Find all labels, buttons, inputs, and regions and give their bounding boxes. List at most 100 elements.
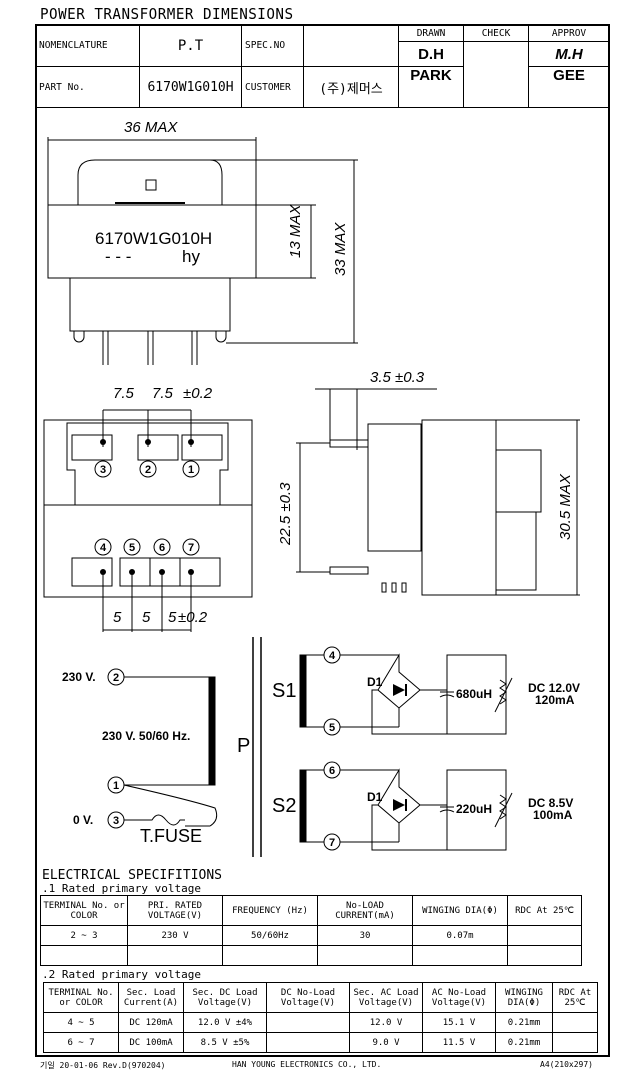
pitch-bottom-tol: ±0.2 (178, 609, 208, 626)
cell: 0.21mm (495, 1012, 553, 1033)
output-current: 120mA (535, 693, 575, 707)
spec-no-label: SPEC.NO (241, 24, 304, 67)
pitch-bottom-c: 5 (168, 609, 177, 626)
drawn-name: PARK (398, 66, 464, 108)
th: RDC At 25℃ (552, 982, 598, 1013)
pin-label: 1 (113, 780, 119, 792)
pin-label: 3 (113, 815, 119, 827)
cell: 2 ~ 3 (40, 925, 128, 946)
side-core (421, 419, 497, 596)
cell (40, 945, 128, 966)
specs-title: ELECTRICAL SPECIFITIONS (42, 868, 223, 883)
pitch-bottom-b: 5 (142, 609, 151, 626)
cell: 230 V (127, 925, 223, 946)
cell: 8.5 V ±5% (183, 1032, 267, 1053)
th: Sec. DC Load Voltage(V) (183, 982, 267, 1013)
output-current: 100mA (533, 808, 573, 822)
pin-label: 5 (129, 542, 135, 554)
cell: 11.5 V (422, 1032, 496, 1053)
cap-label: 220uH (456, 802, 492, 816)
cell (266, 1032, 350, 1053)
cell: 12.0 V ±4% (183, 1012, 267, 1033)
width-dim: 36 MAX (124, 119, 178, 136)
spec-table-primary: TERMINAL No. or COLOR PRI. RATED VOLTAGE… (40, 895, 582, 966)
cell (507, 945, 582, 966)
th: PRI. RATED VOLTAGE(V) (127, 895, 223, 926)
cell: 9.0 V (349, 1032, 423, 1053)
cell (127, 945, 223, 966)
th: AC No-Load Voltage(V) (422, 982, 496, 1013)
th: Sec. Load Current(A) (118, 982, 184, 1013)
drawing-title: POWER TRANSFORMER DIMENSIONS (40, 5, 294, 23)
bobbin-base (69, 277, 231, 332)
side-view (296, 388, 580, 596)
pin2-voltage: 230 V. (62, 670, 96, 684)
approv-name: GEE (528, 66, 610, 108)
primary-rating: 230 V. 50/60 Hz. (102, 729, 190, 743)
pin3-voltage: 0 V. (73, 813, 93, 827)
cell (317, 945, 413, 966)
pin-spacing-dim: 22.5 ±0.3 (277, 482, 294, 546)
s2-label: S2 (272, 795, 296, 817)
pin-label: 3 (100, 464, 106, 476)
th: DC No-Load Voltage(V) (266, 982, 350, 1013)
output-voltage: DC 8.5V (528, 796, 573, 810)
diode-label: D1 (367, 675, 383, 689)
primary-coil (208, 676, 216, 786)
marking-dashes: - - - (105, 247, 131, 266)
cell: 4 ~ 5 (43, 1012, 119, 1033)
s1-label: S1 (272, 680, 296, 702)
primary-winding (123, 676, 218, 827)
pin-label: 6 (159, 542, 165, 554)
cap-label: 680uH (456, 687, 492, 701)
cell: DC 120mA (118, 1012, 184, 1033)
pitch-top-a: 7.5 (113, 385, 135, 402)
total-height-dim: 33 MAX (332, 222, 349, 276)
th: WINGING DIA(Φ) (412, 895, 508, 926)
cell: 15.1 V (422, 1012, 496, 1033)
cell: 50/60Hz (222, 925, 318, 946)
footer-company: HAN YOUNG ELECTRONICS CO., LTD. (232, 1060, 382, 1069)
fuse-label: T.FUSE (140, 826, 202, 846)
cell (222, 945, 318, 966)
table2-title: .2 Rated primary voltage (42, 968, 201, 981)
customer-value: (주)제머스 (303, 66, 399, 108)
front-view (47, 137, 358, 365)
nomenclature-value: P.T (139, 24, 242, 67)
pin-label: 4 (329, 650, 336, 662)
cell: 12.0 V (349, 1012, 423, 1033)
pin-label: 6 (329, 765, 335, 777)
marking-part-no: 6170W1G010H (95, 229, 212, 248)
pin-label: 2 (145, 464, 151, 476)
pin-length-dim: 3.5 ±0.3 (370, 369, 425, 386)
th: RDC At 25℃ (507, 895, 582, 926)
cell (507, 925, 582, 946)
secondary-s2 (299, 768, 507, 851)
pitch-top-tol: ±0.2 (183, 385, 213, 402)
cell: DC 100mA (118, 1032, 184, 1053)
th: TERMINAL No. or COLOR (40, 895, 128, 926)
spec-table-secondary: TERMINAL No. or COLOR Sec. Load Current(… (43, 982, 598, 1053)
pin-label: 5 (329, 722, 335, 734)
approv-initials: M.H (528, 41, 610, 67)
output-voltage: DC 12.0V (528, 681, 580, 695)
diode-label: D1 (367, 790, 383, 804)
pitch-bottom-a: 5 (113, 609, 122, 626)
pin-label: 2 (113, 672, 119, 684)
spec-no-value (303, 24, 399, 67)
bottom-view (43, 409, 253, 632)
cell (552, 1032, 598, 1053)
footer-revision: 기일 20-01-06 Rev.D(970204) (40, 1061, 166, 1070)
th: No-LOAD CURRENT(mA) (317, 895, 413, 926)
pin-label: 4 (100, 542, 107, 554)
cell: 30 (317, 925, 413, 946)
depth-dim: 30.5 MAX (557, 473, 574, 540)
th: Sec. AC Load Voltage(V) (349, 982, 423, 1013)
cell: 0.07m (412, 925, 508, 946)
secondary-s1 (299, 653, 507, 735)
pin-label: 7 (329, 837, 335, 849)
part-no-value: 6170W1G010H (139, 66, 242, 108)
cell (552, 1012, 598, 1033)
bobbin-top (77, 159, 223, 205)
part-no-label: PART No. (35, 66, 140, 108)
